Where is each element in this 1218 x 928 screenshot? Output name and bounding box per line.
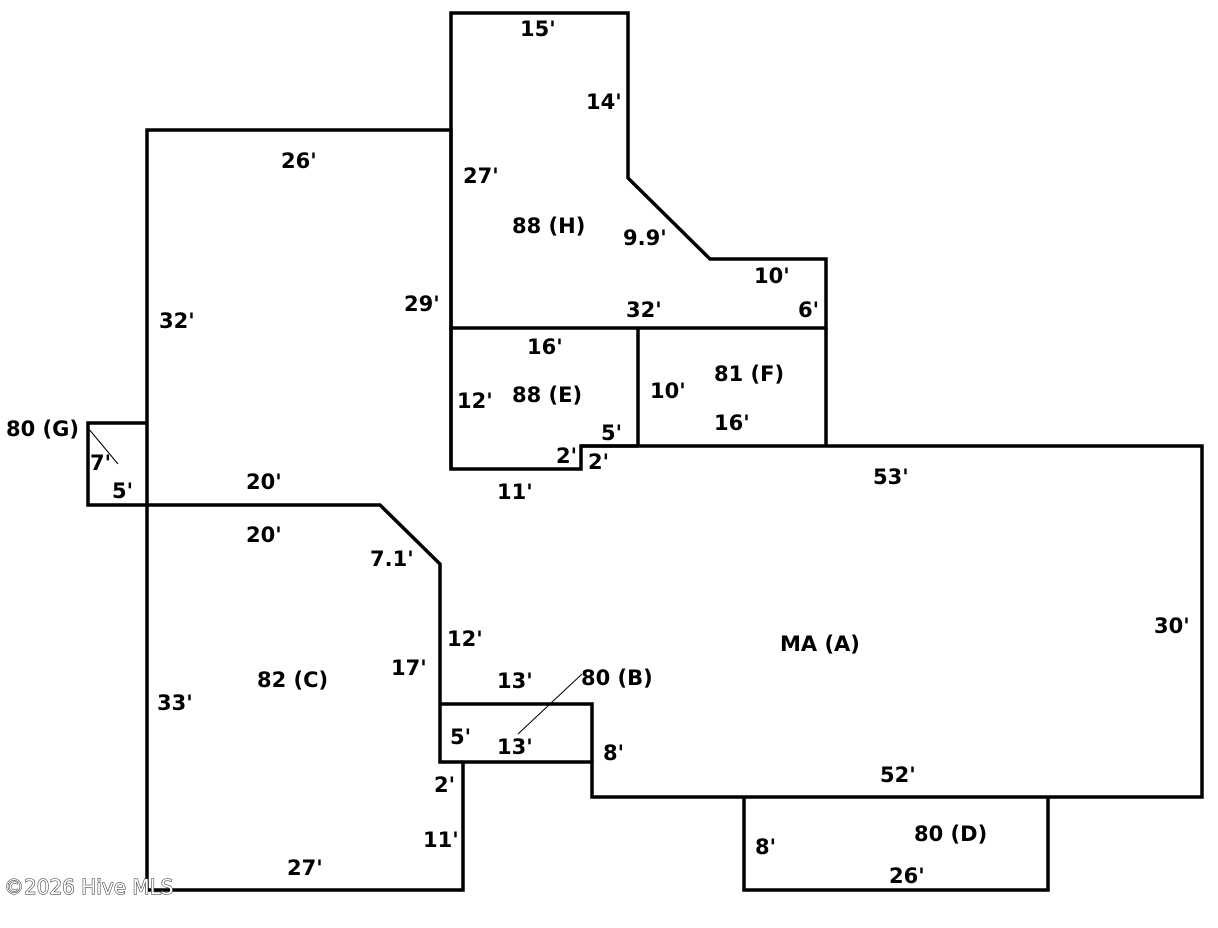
dim-h-step: 10' [754,264,790,288]
dim-h-left: 27' [463,164,499,188]
dim-left-top: 26' [281,149,317,173]
dim-left-upper-side: 32' [159,309,195,333]
outline-section-c-divider [147,503,463,764]
dim-d-bottom: 26' [889,864,925,888]
dim-g-side: 7' [90,451,111,475]
dim-c-inner-right: 12' [447,627,483,651]
dim-b-top: 13' [497,669,533,693]
outline-section-g [86,421,147,507]
dim-h-right-upper: 14' [586,90,622,114]
dim-divider-upper: 20' [246,470,282,494]
dim-c-bottom: 27' [287,856,323,880]
dim-h-right-lower: 6' [798,298,819,322]
dim-f-left: 10' [650,379,686,403]
dim-left-inner-side: 29' [404,292,440,316]
dim-e-notch-c: 2' [588,450,609,474]
area-label-h: 88 (H) [512,214,585,238]
dim-c-step: 2' [434,773,455,797]
dim-e-notch-b: 2' [556,444,577,468]
area-label-e: 88 (E) [512,383,582,407]
area-label-f: 81 (F) [714,362,784,386]
dim-h-bottom: 32' [626,298,662,322]
outline-upper-left-wing [145,128,1204,892]
area-label-c: 82 (C) [257,668,328,692]
dim-b-bottom: 13' [497,735,533,759]
dim-h-top: 15' [520,17,556,41]
dim-b-left: 5' [450,725,471,749]
dim-e-bottom: 11' [497,480,533,504]
area-label-g: 80 (G) [6,417,79,441]
dim-divider-lower: 20' [246,523,282,547]
dim-main-right: 30' [1154,614,1190,638]
leader-line-b [517,673,583,735]
dim-main-bottom: 52' [880,763,916,787]
dim-e-notch-a: 5' [601,421,622,445]
leader-line-g [87,427,119,465]
dim-h-diagonal: 9.9' [623,226,667,250]
area-label-main: MA (A) [780,632,860,656]
outline-section-d [742,797,1050,892]
dim-c-left: 33' [157,691,193,715]
dim-g-bottom: 5' [112,479,133,503]
dim-c-right: 17' [391,656,427,680]
dim-c-lower-right: 11' [423,828,459,852]
dim-f-bottom: 16' [714,411,750,435]
area-label-b: 80 (B) [581,666,653,690]
dim-main-top: 53' [873,465,909,489]
dim-e-top: 16' [527,335,563,359]
outline-section-h [449,11,828,330]
outline-section-e-f-divider [449,328,828,469]
dim-c-diagonal: 7.1' [370,547,414,571]
dim-b-right: 8' [603,741,624,765]
area-label-d: 80 (D) [914,822,987,846]
dim-d-left: 8' [755,835,776,859]
outline-section-b [440,702,594,762]
dim-e-left: 12' [457,389,493,413]
watermark: ©2026 Hive MLS [4,875,173,899]
